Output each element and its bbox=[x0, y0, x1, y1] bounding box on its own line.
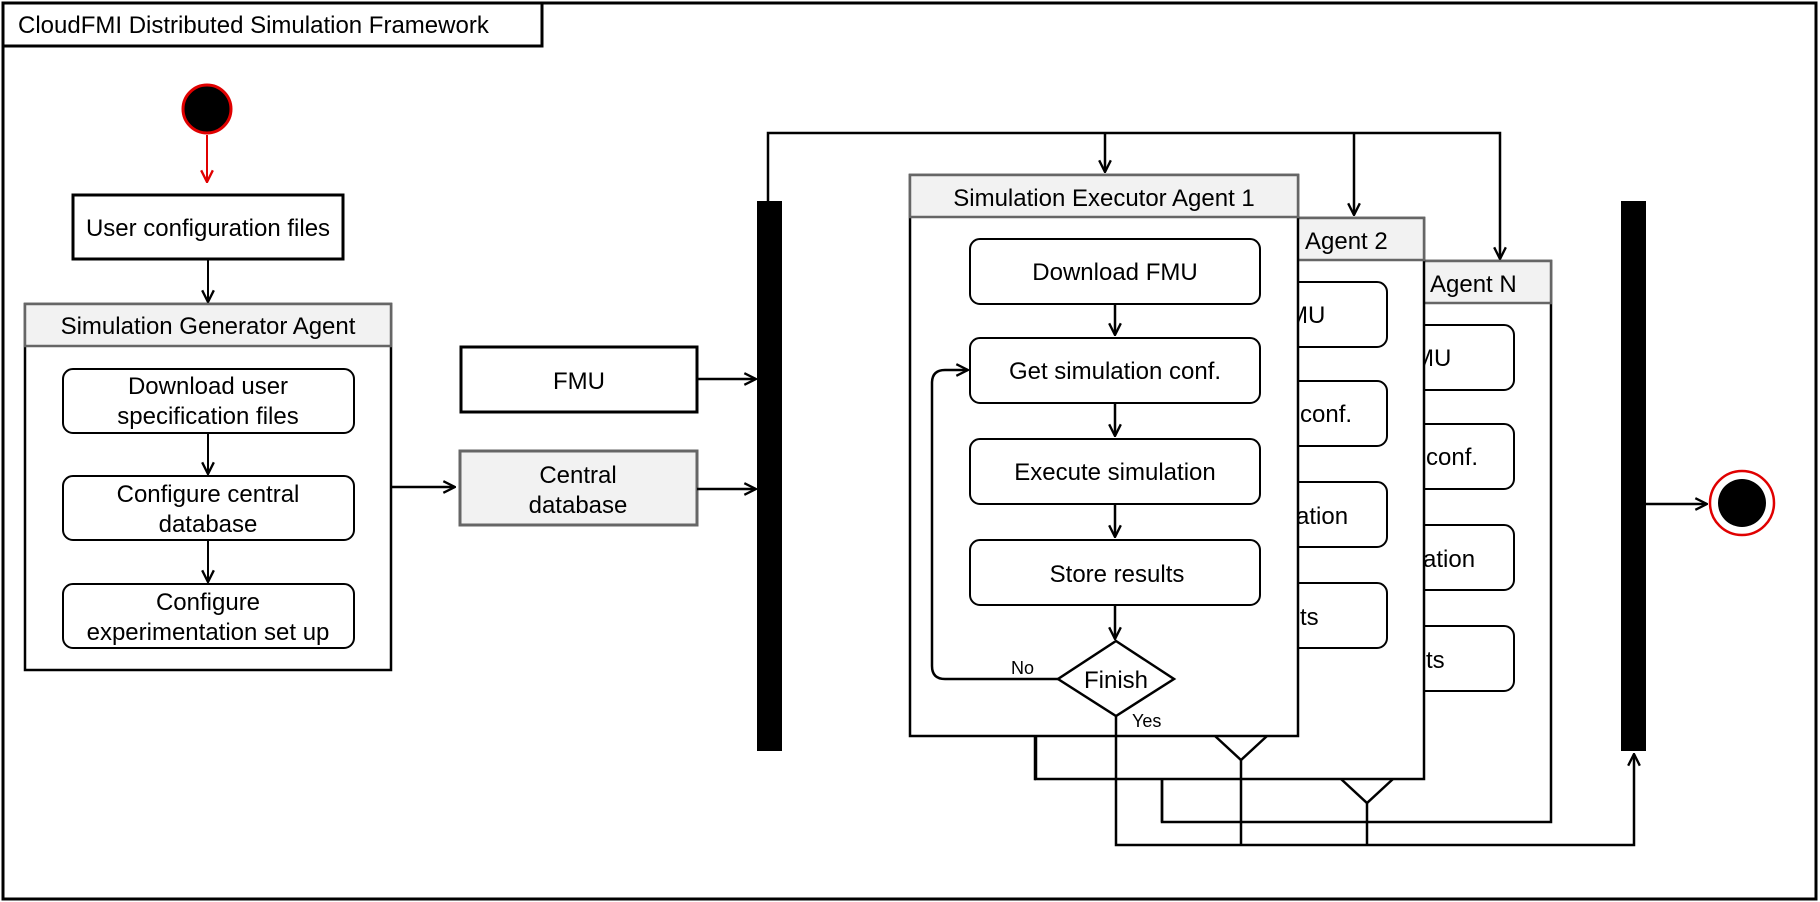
agent-2-step-3-label: ation bbox=[1296, 503, 1348, 530]
agent-1-bottom-connector bbox=[1033, 736, 1037, 781]
fork-bar bbox=[757, 201, 782, 751]
agent-2-step-4-label: ts bbox=[1300, 604, 1319, 631]
executor-agent-n-title: Agent N bbox=[1430, 271, 1517, 298]
executor-agent-1-title: Simulation Executor Agent 1 bbox=[953, 185, 1255, 212]
user-config-files-node bbox=[71, 193, 345, 261]
fmu-object-node bbox=[459, 345, 699, 414]
generator-step-configure-experiment bbox=[62, 583, 355, 649]
end-node bbox=[1718, 479, 1766, 527]
decision-no-label: No bbox=[1011, 658, 1034, 678]
yes-to-join-arrow bbox=[1114, 716, 1634, 847]
executor-step-2-label: Get simulation conf. bbox=[1009, 358, 1221, 385]
agent-n-step-3-label: ation bbox=[1423, 546, 1475, 573]
frame-title-tab bbox=[3, 3, 544, 48]
user-config-files-label: User configuration files bbox=[86, 215, 330, 242]
generator-step-1-line-1: Download user bbox=[128, 373, 288, 400]
frame-title: CloudFMI Distributed Simulation Framewor… bbox=[18, 12, 490, 39]
agent-2-step-2-label: conf. bbox=[1300, 401, 1352, 428]
executor-step-4-label: Store results bbox=[1050, 561, 1185, 588]
executor-agent-2-title: Agent 2 bbox=[1305, 228, 1388, 255]
central-database-line-1: Central bbox=[539, 462, 616, 489]
executor-agent-1-header bbox=[908, 173, 1300, 219]
executor-step-3-label: Execute simulation bbox=[1014, 459, 1215, 486]
generator-step-3-line-2: experimentation set up bbox=[87, 619, 330, 646]
central-database-line-2: database bbox=[529, 492, 628, 519]
generator-step-3-line-1: Configure bbox=[156, 589, 260, 616]
start-node bbox=[181, 83, 233, 135]
agent-n-step-2-label: conf. bbox=[1426, 444, 1478, 471]
join-bar bbox=[1621, 201, 1646, 751]
generator-agent-header bbox=[23, 302, 393, 348]
generator-step-2-line-1: Configure central bbox=[117, 481, 300, 508]
fork-to-agent-n-line bbox=[766, 131, 1500, 259]
decision-yes-label: Yes bbox=[1132, 711, 1161, 731]
loop-back-arrow bbox=[930, 370, 1058, 681]
generator-step-1-line-2: specification files bbox=[117, 403, 298, 430]
agent-n-step-4-label: ts bbox=[1426, 647, 1445, 674]
executor-step-1-label: Download FMU bbox=[1032, 259, 1197, 286]
generator-agent-title: Simulation Generator Agent bbox=[61, 313, 356, 340]
generator-step-2-line-2: database bbox=[159, 511, 258, 538]
finish-decision-label: Finish bbox=[1084, 667, 1148, 694]
central-database-node bbox=[458, 449, 699, 527]
fmu-object-label: FMU bbox=[553, 368, 605, 395]
